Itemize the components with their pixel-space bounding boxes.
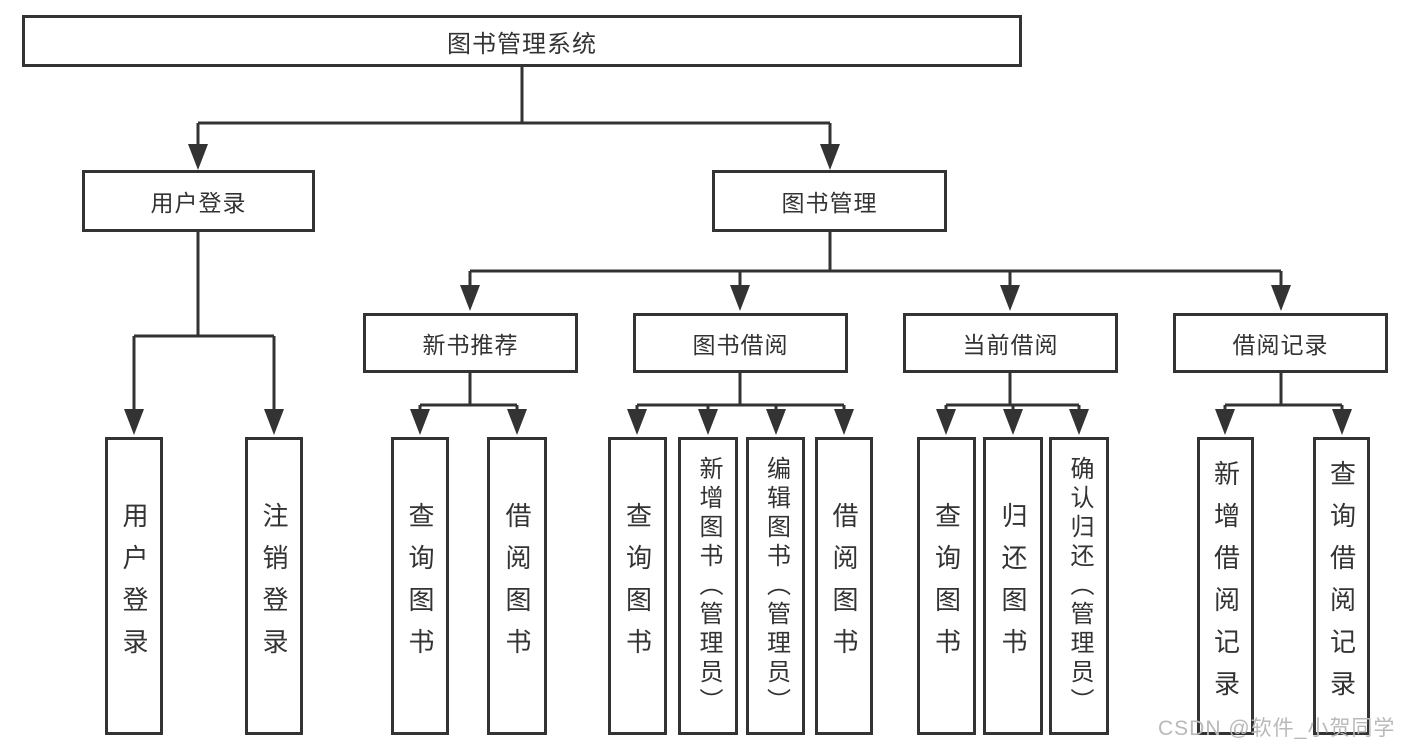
leaf-logout: 注销登录: [245, 437, 303, 735]
node-label: 借阅图书: [829, 502, 859, 670]
node-user-login: 用户登录: [82, 170, 315, 232]
connector-book-borrowing-to-leaves: [627, 373, 854, 435]
leaf-query-books-current: 查询图书: [917, 437, 976, 735]
connector-new-book-to-leaves: [410, 373, 527, 435]
node-label: 新增借阅记录: [1210, 460, 1241, 712]
node-label: 新书推荐: [422, 332, 519, 358]
node-label: 新增图书（管理员）: [695, 455, 722, 717]
connector-book-management-to-level3: [460, 232, 1291, 311]
leaf-add-book-admin: 新增图书（管理员）: [678, 437, 738, 735]
node-label: 当前借阅: [962, 332, 1059, 358]
node-label: 查询图书: [931, 502, 962, 670]
node-label: 归还图书: [998, 502, 1028, 670]
connector-user-login-to-leaves: [124, 232, 284, 435]
node-new-book-recommendation: 新书推荐: [363, 313, 578, 373]
node-label: 图书管理系统: [447, 30, 597, 58]
connector-borrowing-records-to-leaves: [1215, 373, 1352, 435]
connector-current-borrowing-to-leaves: [936, 373, 1089, 435]
node-borrowing-records: 借阅记录: [1173, 313, 1388, 373]
node-library-management-system: 图书管理系统: [22, 15, 1022, 67]
node-label: 查询图书: [405, 502, 435, 670]
node-label: 图书管理: [781, 190, 878, 216]
leaf-confirm-return-admin: 确认归还（管理员）: [1049, 437, 1109, 735]
node-label: 用户登录: [119, 502, 149, 670]
leaf-borrow-books-recommend: 借阅图书: [487, 437, 547, 735]
node-label: 查询借阅记录: [1326, 460, 1357, 712]
node-label: 注销登录: [259, 502, 289, 670]
node-book-management: 图书管理: [712, 170, 947, 232]
leaf-borrow-books: 借阅图书: [815, 437, 873, 735]
leaf-query-books-recommend: 查询图书: [391, 437, 449, 735]
node-label: 借阅记录: [1232, 332, 1329, 358]
leaf-return-books: 归还图书: [983, 437, 1043, 735]
connector-root-to-level2: [188, 67, 840, 170]
leaf-query-books-borrowing: 查询图书: [608, 437, 667, 735]
node-book-borrowing: 图书借阅: [633, 313, 848, 373]
node-label: 确认归还（管理员）: [1066, 455, 1093, 717]
leaf-query-borrow-record: 查询借阅记录: [1313, 437, 1370, 735]
node-label: 借阅图书: [502, 502, 532, 670]
csdn-watermark: CSDN @软件_小贺同学: [1158, 717, 1396, 740]
node-current-borrowing: 当前借阅: [903, 313, 1118, 373]
node-label: 查询图书: [622, 502, 653, 670]
node-label: 用户登录: [150, 190, 247, 216]
leaf-user-login: 用户登录: [105, 437, 163, 735]
node-label: 图书借阅: [692, 332, 789, 358]
leaf-edit-book-admin: 编辑图书（管理员）: [746, 437, 805, 735]
node-label: 编辑图书（管理员）: [762, 455, 790, 717]
leaf-add-borrow-record: 新增借阅记录: [1197, 437, 1254, 735]
